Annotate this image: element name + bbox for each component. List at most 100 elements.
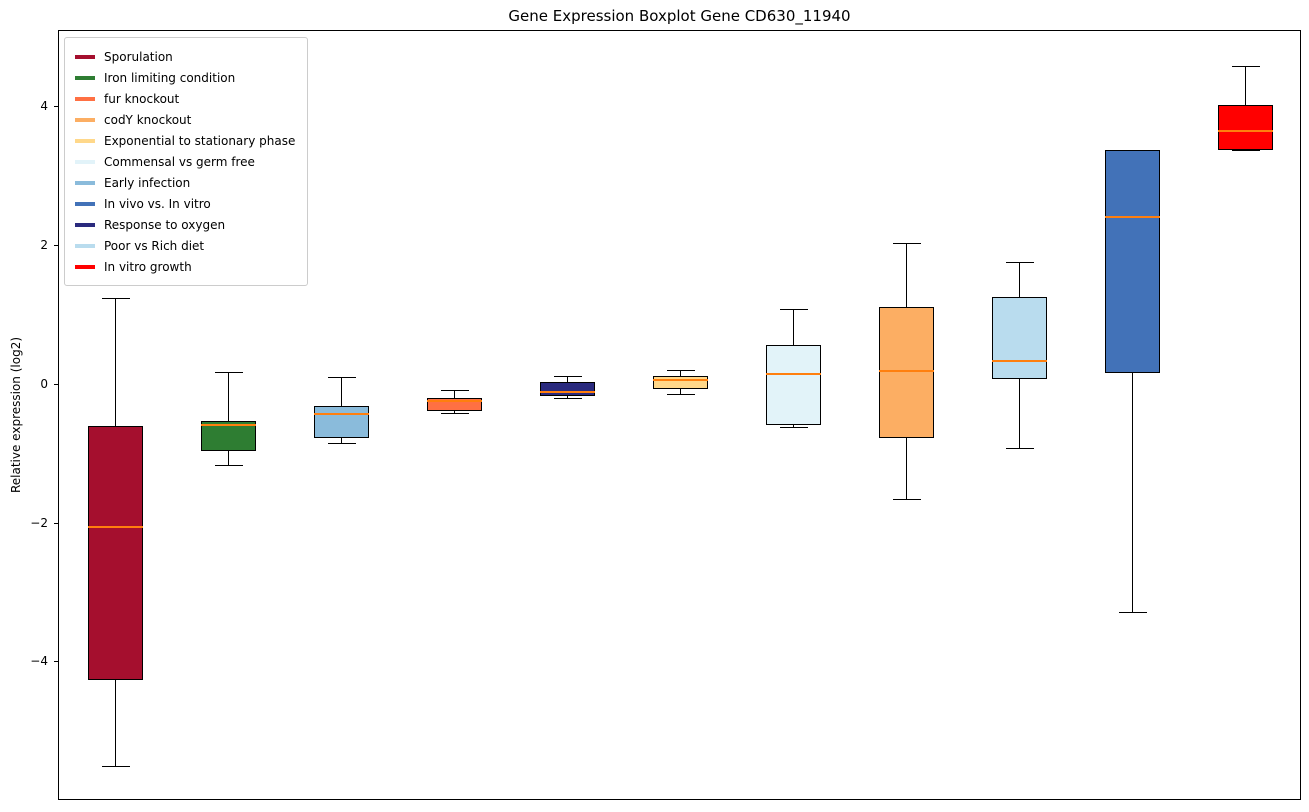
upper-cap [553, 375, 582, 377]
y-tick-mark [54, 661, 58, 663]
upper-whisker [1019, 262, 1020, 297]
y-tick-mark [54, 106, 58, 108]
legend-item: fur knockout [75, 88, 295, 109]
boxplot-box [992, 296, 1047, 380]
lower-cap [214, 465, 243, 467]
upper-whisker [567, 375, 568, 382]
median-line [1218, 129, 1273, 132]
upper-cap [1231, 66, 1260, 68]
legend-item: Early infection [75, 172, 295, 193]
lower-whisker [1019, 379, 1020, 448]
boxplot-box [1218, 105, 1273, 150]
lower-whisker [1132, 372, 1133, 612]
legend-label: codY knockout [104, 112, 192, 127]
legend-swatch-icon [75, 159, 95, 164]
median-line [201, 424, 256, 427]
boxplot-box [766, 345, 821, 425]
median-line [427, 400, 482, 403]
boxplot-box [88, 426, 143, 680]
legend-label: In vivo vs. In vitro [104, 196, 211, 211]
legend-label: Early infection [104, 175, 191, 190]
median-line [1105, 215, 1160, 218]
upper-whisker [341, 377, 342, 407]
legend-swatch-icon [75, 180, 95, 185]
legend-item: Poor vs Rich diet [75, 235, 295, 256]
lower-cap [779, 427, 808, 429]
lower-whisker [793, 425, 794, 428]
boxplot-box [653, 375, 708, 389]
legend-item: Exponential to stationary phase [75, 130, 295, 151]
upper-whisker [115, 298, 116, 427]
lower-cap [1005, 447, 1034, 449]
lower-whisker [906, 438, 907, 500]
legend-swatch-icon [75, 96, 95, 101]
legend-label: Response to oxygen [104, 217, 226, 232]
lower-cap [553, 397, 582, 399]
lower-whisker [567, 395, 568, 398]
upper-whisker [228, 372, 229, 421]
boxplot-box [314, 406, 369, 439]
y-tick-mark [54, 522, 58, 524]
median-line [314, 412, 369, 415]
legend-label: Iron limiting condition [104, 70, 236, 85]
upper-whisker [793, 309, 794, 346]
legend-swatch-icon [75, 138, 95, 143]
legend-swatch-icon [75, 117, 95, 122]
median-line [992, 360, 1047, 363]
upper-cap [440, 390, 469, 392]
boxplot-box [879, 307, 934, 439]
median-line [540, 390, 595, 393]
legend-swatch-icon [75, 222, 95, 227]
legend-item: Commensal vs germ free [75, 151, 295, 172]
lower-whisker [341, 438, 342, 444]
lower-cap [101, 766, 130, 768]
upper-cap [327, 377, 356, 379]
lower-cap [327, 443, 356, 445]
upper-whisker [454, 390, 455, 398]
lower-whisker [454, 411, 455, 414]
y-tick-label: 4 [40, 99, 48, 114]
legend-swatch-icon [75, 54, 95, 59]
upper-whisker [680, 370, 681, 376]
legend-label: In vitro growth [104, 259, 192, 274]
legend-item: Iron limiting condition [75, 67, 295, 88]
upper-cap [779, 309, 808, 311]
upper-cap [214, 372, 243, 374]
upper-cap [892, 242, 921, 244]
boxplot-box [1105, 150, 1160, 373]
y-tick-label: −4 [30, 654, 48, 669]
lower-cap [1231, 149, 1260, 151]
upper-cap [1005, 262, 1034, 263]
legend-item: In vivo vs. In vitro [75, 193, 295, 214]
lower-whisker [680, 388, 681, 394]
legend-swatch-icon [75, 201, 95, 206]
y-tick-mark [54, 245, 58, 247]
boxplot-box [540, 382, 595, 396]
lower-whisker [115, 679, 116, 767]
legend-label: Sporulation [104, 49, 173, 64]
upper-whisker [906, 242, 907, 308]
median-line [879, 369, 934, 372]
lower-cap [440, 413, 469, 415]
median-line [766, 372, 821, 375]
legend-swatch-icon [75, 264, 95, 269]
y-axis-label: Relative expression (log2) [9, 336, 23, 494]
legend-label: Exponential to stationary phase [104, 133, 296, 148]
upper-cap [666, 370, 695, 372]
y-tick-label: 0 [40, 376, 48, 391]
legend-label: Poor vs Rich diet [104, 238, 205, 253]
median-line [653, 378, 708, 381]
legend-swatch-icon [75, 243, 95, 248]
chart-title: Gene Expression Boxplot Gene CD630_11940 [508, 7, 851, 25]
y-tick-mark [54, 383, 58, 385]
legend-label: Commensal vs germ free [104, 154, 255, 169]
legend-item: Sporulation [75, 46, 295, 67]
median-line [88, 525, 143, 528]
legend-item: codY knockout [75, 109, 295, 130]
lower-cap [1118, 611, 1147, 613]
lower-cap [666, 393, 695, 395]
legend-swatch-icon [75, 75, 95, 80]
y-tick-label: −2 [30, 515, 48, 530]
